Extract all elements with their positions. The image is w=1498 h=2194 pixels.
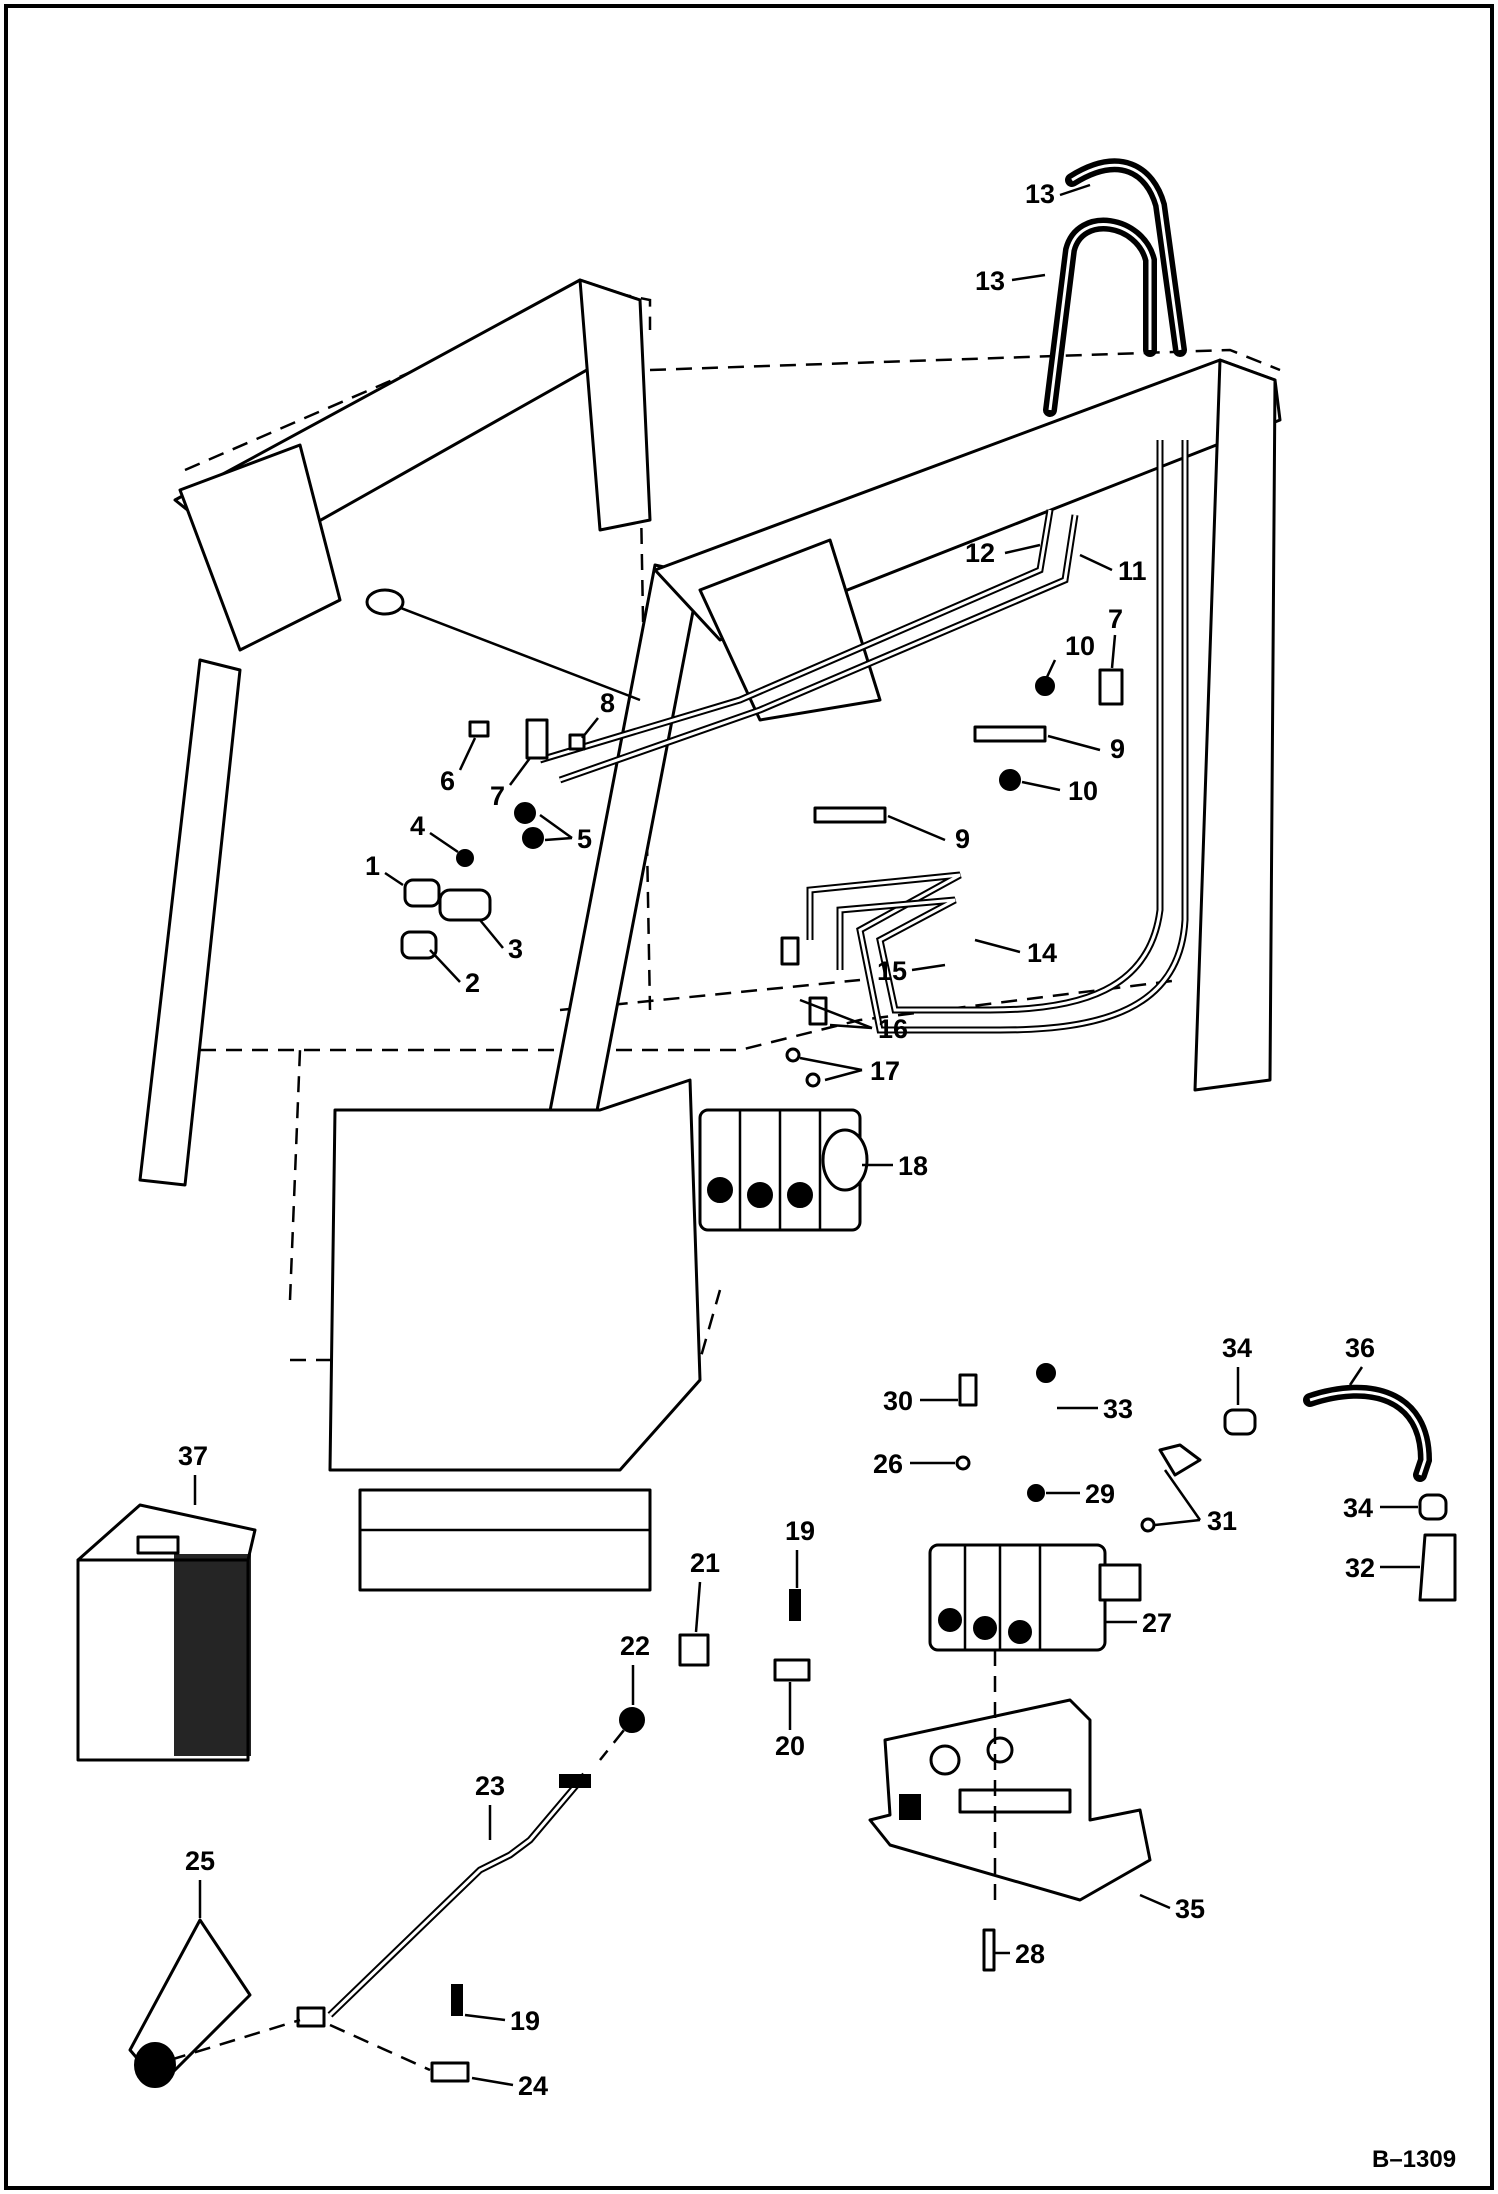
fittings-cluster bbox=[400, 668, 1124, 1088]
rod-end-thread bbox=[559, 1774, 591, 1788]
adapter-16a bbox=[780, 936, 800, 966]
callout-2: 2 bbox=[465, 968, 480, 998]
callout-11: 11 bbox=[1118, 556, 1147, 586]
o-ring-17a bbox=[785, 1047, 801, 1063]
hose-13-upper bbox=[1065, 158, 1187, 357]
callout-4: 4 bbox=[410, 811, 425, 841]
callout-9a: 9 bbox=[955, 824, 970, 854]
callout-28: 28 bbox=[1015, 1939, 1045, 1969]
callout-32: 32 bbox=[1345, 1553, 1375, 1583]
callout-20: 20 bbox=[775, 1731, 805, 1761]
bolt-6 bbox=[468, 720, 490, 738]
callout-26: 26 bbox=[873, 1449, 903, 1479]
nut-8 bbox=[568, 733, 586, 751]
callout-7b: 7 bbox=[1108, 604, 1123, 634]
linkage bbox=[76, 1503, 811, 2088]
left-upright-arm bbox=[138, 658, 242, 1187]
elbow-31 bbox=[1158, 1443, 1202, 1477]
valve-assembly bbox=[868, 1363, 1457, 1972]
callout-19b: 19 bbox=[510, 2006, 540, 2036]
callout-15: 15 bbox=[877, 956, 907, 986]
callout-31: 31 bbox=[1207, 1506, 1237, 1536]
callout-27: 27 bbox=[1142, 1608, 1172, 1638]
callout-19a: 19 bbox=[785, 1516, 815, 1546]
callout-36: 36 bbox=[1345, 1333, 1375, 1363]
lower-channel bbox=[358, 1488, 652, 1592]
callout-33: 33 bbox=[1103, 1394, 1133, 1424]
adapter-16b bbox=[808, 996, 828, 1026]
callout-16: 16 bbox=[878, 1014, 908, 1044]
callout-21: 21 bbox=[690, 1548, 720, 1578]
callout-10a: 10 bbox=[1065, 631, 1095, 661]
bolt-28 bbox=[982, 1928, 996, 1972]
left-pivot-plate bbox=[178, 443, 342, 652]
clamp-7 bbox=[525, 718, 549, 760]
o-ring-17b bbox=[805, 1072, 821, 1088]
fitting-5a bbox=[514, 802, 536, 824]
pin-19-lower bbox=[451, 1984, 463, 2016]
tee-fitting-3 bbox=[438, 888, 492, 922]
pin-24 bbox=[430, 2061, 470, 2083]
callout-37: 37 bbox=[178, 1441, 208, 1471]
o-ring-26 bbox=[955, 1455, 971, 1471]
callout-3: 3 bbox=[508, 934, 523, 964]
fitting-5b bbox=[522, 827, 544, 849]
callout-34b: 34 bbox=[1343, 1493, 1373, 1523]
hydraulic-lines bbox=[538, 158, 1189, 1034]
nut-10-lower bbox=[999, 769, 1021, 791]
callout-25: 25 bbox=[185, 1846, 215, 1876]
fitting-30 bbox=[958, 1373, 978, 1407]
callout-35: 35 bbox=[1175, 1894, 1205, 1924]
hose-clamp-34-lower bbox=[1418, 1493, 1448, 1521]
cylinder-fitting-1 bbox=[403, 878, 441, 908]
control-valve-18 bbox=[698, 1108, 869, 1232]
callout-7: 7 bbox=[490, 781, 505, 811]
o-ring-31 bbox=[1140, 1517, 1156, 1533]
callout-1: 1 bbox=[365, 851, 380, 881]
seat-box bbox=[328, 1078, 702, 1472]
figure-reference: B–1309 bbox=[1372, 2146, 1456, 2173]
pin-20 bbox=[773, 1658, 811, 1682]
elbow-32 bbox=[1418, 1533, 1457, 1602]
hose-36 bbox=[1303, 1384, 1433, 1482]
callout-9b: 9 bbox=[1110, 734, 1125, 764]
o-ring-4 bbox=[456, 849, 474, 867]
callout-14: 14 bbox=[1027, 938, 1057, 968]
callout-23: 23 bbox=[475, 1771, 505, 1801]
upper-tower bbox=[578, 278, 652, 532]
clamp-9-right bbox=[973, 725, 1047, 743]
callout-5: 5 bbox=[577, 824, 592, 854]
callout-10b: 10 bbox=[1068, 776, 1098, 806]
callout-17: 17 bbox=[870, 1056, 900, 1086]
callout-24: 24 bbox=[518, 2071, 548, 2101]
callout-18: 18 bbox=[898, 1151, 928, 1181]
callout-30: 30 bbox=[883, 1386, 913, 1416]
cylinder-fitting-2 bbox=[400, 930, 438, 960]
lift-cylinder-rod bbox=[379, 598, 641, 702]
clamp-7-right bbox=[1098, 668, 1124, 706]
hose-clamp-34-upper bbox=[1223, 1408, 1257, 1436]
callout-13b: 13 bbox=[975, 266, 1005, 296]
callout-8: 8 bbox=[600, 688, 615, 718]
callout-34a: 34 bbox=[1222, 1333, 1252, 1363]
callout-6: 6 bbox=[440, 766, 455, 796]
callout-29: 29 bbox=[1085, 1479, 1115, 1509]
hose-13-lower bbox=[1043, 217, 1157, 417]
nut-10-upper bbox=[1035, 676, 1055, 696]
lift-cylinder-end bbox=[365, 588, 405, 616]
callouts: 1 2 3 4 5 6 7 8 9 9 10 10 7 11 12 13 13 … bbox=[178, 179, 1420, 2101]
callout-22: 22 bbox=[620, 1631, 650, 1661]
callout-13a: 13 bbox=[1025, 179, 1055, 209]
pin-19-upper bbox=[789, 1589, 801, 1621]
o-ring-29 bbox=[1027, 1484, 1045, 1502]
clamp-9-left bbox=[813, 806, 887, 824]
clevis-21 bbox=[678, 1633, 710, 1667]
callout-12: 12 bbox=[965, 538, 995, 568]
border-frame bbox=[4, 4, 1494, 2190]
rear-upright bbox=[1193, 358, 1277, 1092]
plug-33 bbox=[1036, 1363, 1056, 1383]
clevis-end bbox=[296, 2006, 326, 2028]
